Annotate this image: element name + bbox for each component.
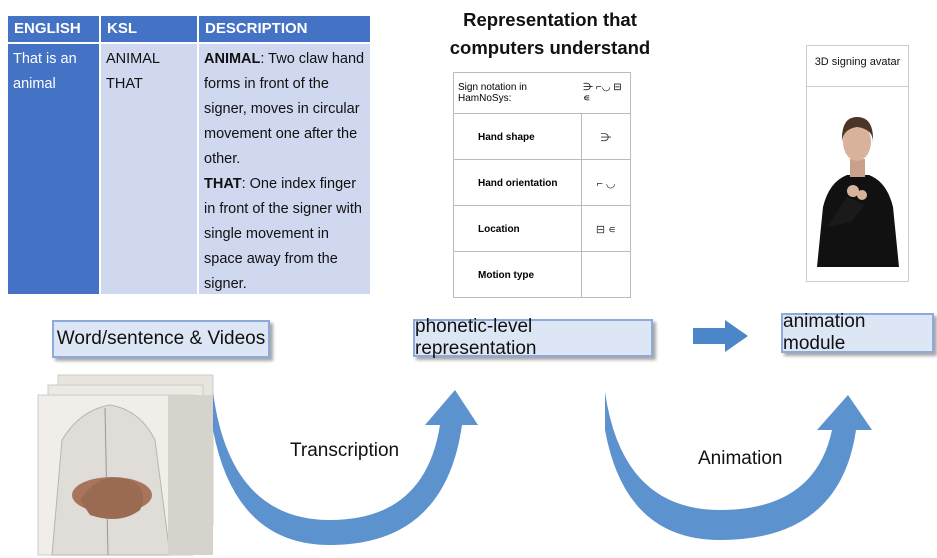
notation-row-location: Location ⊟ ∊ [454,205,630,252]
notation-table: Sign notation in HamNoSys: ⋺ ⌐◡ ⊟ ∊ Hand… [453,72,631,298]
ksl-cell: ANIMAL THAT [101,44,197,294]
transcription-label: Transcription [290,440,400,461]
row-label: Hand shape [454,114,582,160]
stage-words-label: Word/sentence & Videos [56,328,266,349]
notation-header: Sign notation in HamNoSys: ⋺ ⌐◡ ⊟ ∊ [454,73,630,113]
animation-label: Animation [698,448,783,469]
location-symbol-icon: ⊟ ∊ [595,223,617,236]
video-frames-icon [37,374,214,556]
stage-phonetic: phonetic-level representation [413,316,653,359]
representation-title: Representation that computers understand [449,9,651,58]
english-cell: That is an animal [8,44,99,294]
notation-label: Sign notation in HamNoSys: [458,82,527,104]
notation-row-orientation: Hand orientation ⌐ ◡ [454,159,630,206]
stage-animation-module: animation module [781,311,934,354]
notation-row-motion: Motion type [454,251,630,298]
orientation-symbol-icon: ⌐ ◡ [596,177,616,190]
animation-arrow [605,392,872,540]
transcription-arrow [213,390,478,545]
header-description: DESCRIPTION [199,16,370,42]
desc-keyword-that: THAT [204,176,242,192]
desc-keyword-animal: ANIMAL [204,51,261,67]
row-label: Location [454,206,582,252]
avatar-figure-icon [817,117,899,267]
ksl-table: ENGLISH KSL DESCRIPTION That is an anima… [8,16,370,294]
notation-symbols: ⋺ ⌐◡ ⊟ ∊ [583,82,622,104]
notation-row-handshape: Hand shape ⋺ [454,113,630,160]
avatar-card: 3D signing avatar [806,45,909,282]
header-english: ENGLISH [8,16,99,42]
avatar-label: 3D signing avatar [814,56,901,68]
right-arrow-icon [693,320,748,352]
row-label: Motion type [454,252,582,298]
header-ksl: KSL [101,16,197,42]
stage-words-videos: Word/sentence & Videos [52,320,270,358]
description-cell: ANIMAL: Two claw hand forms in front of … [199,44,370,294]
row-label: Hand orientation [454,160,582,206]
desc-animal-text: : Two claw hand forms in front of the si… [204,51,365,167]
handshape-symbol-icon: ⋺ [600,131,612,144]
stage-animation-label: animation module [783,311,866,354]
stage-phonetic-label: phonetic-level representation [415,316,537,359]
desc-that-text: : One index finger in front of the signe… [204,176,362,292]
